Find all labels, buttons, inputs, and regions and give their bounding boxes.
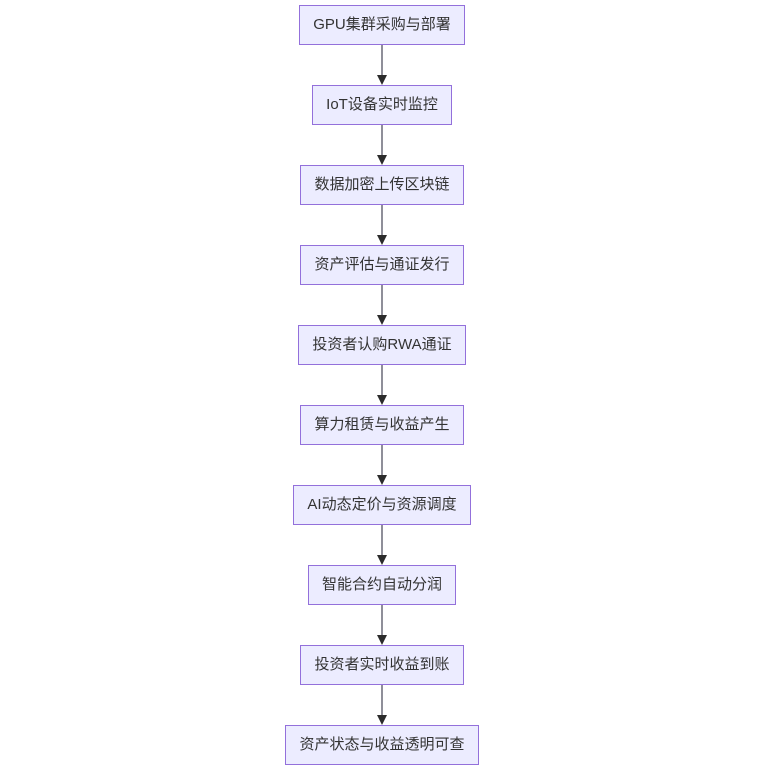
- flow-node-investor-realtime-payout: 投资者实时收益到账: [300, 645, 464, 685]
- arrow-down-icon: [377, 555, 387, 565]
- edge-line: [381, 685, 383, 715]
- flow-node-iot-realtime-monitoring: IoT设备实时监控: [312, 85, 452, 125]
- flow-edge-6: [377, 445, 387, 485]
- flow-node-asset-status-earnings-transparency: 资产状态与收益透明可查: [285, 725, 479, 765]
- edge-line: [381, 605, 383, 635]
- arrow-down-icon: [377, 475, 387, 485]
- arrow-down-icon: [377, 75, 387, 85]
- arrow-down-icon: [377, 155, 387, 165]
- flow-node-data-encrypted-blockchain-upload: 数据加密上传区块链: [300, 165, 464, 205]
- edge-line: [381, 365, 383, 395]
- arrow-down-icon: [377, 635, 387, 645]
- edge-line: [381, 205, 383, 235]
- flow-node-asset-valuation-token-issuance: 资产评估与通证发行: [300, 245, 464, 285]
- edge-line: [381, 285, 383, 315]
- flow-edge-5: [377, 365, 387, 405]
- arrow-down-icon: [377, 395, 387, 405]
- flow-node-ai-dynamic-pricing-resource-scheduling: AI动态定价与资源调度: [293, 485, 471, 525]
- flow-edge-8: [377, 605, 387, 645]
- flow-edge-3: [377, 205, 387, 245]
- flow-edge-9: [377, 685, 387, 725]
- arrow-down-icon: [377, 235, 387, 245]
- flow-node-compute-leasing-revenue-generation: 算力租赁与收益产生: [300, 405, 464, 445]
- edge-line: [381, 445, 383, 475]
- edge-line: [381, 125, 383, 155]
- flow-edge-4: [377, 285, 387, 325]
- edge-line: [381, 525, 383, 555]
- arrow-down-icon: [377, 715, 387, 725]
- arrow-down-icon: [377, 315, 387, 325]
- flow-node-gpu-cluster-procurement-deployment: GPU集群采购与部署: [299, 5, 465, 45]
- flow-edge-7: [377, 525, 387, 565]
- flow-node-investor-rwa-token-subscription: 投资者认购RWA通证: [298, 325, 466, 365]
- edge-line: [381, 45, 383, 75]
- flow-edge-1: [377, 45, 387, 85]
- flow-node-smart-contract-auto-profit-sharing: 智能合约自动分润: [307, 565, 456, 605]
- flow-edge-2: [377, 125, 387, 165]
